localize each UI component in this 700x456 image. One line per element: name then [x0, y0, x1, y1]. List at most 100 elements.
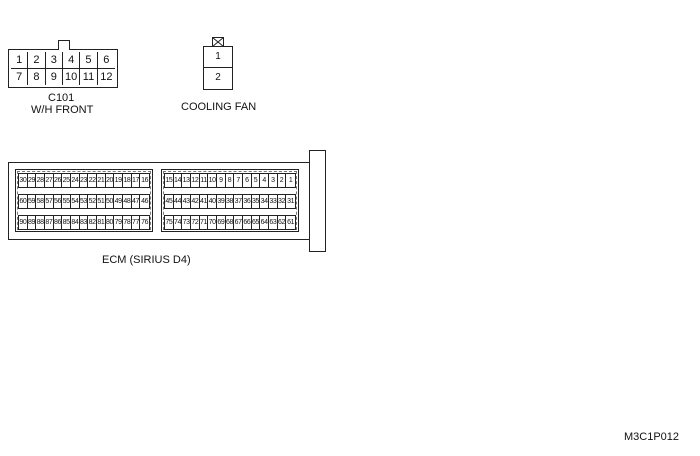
ecm-pin: 6 — [243, 174, 252, 187]
ecm-pin: 53 — [80, 195, 89, 208]
ecm-pin: 90 — [19, 216, 28, 229]
ecm-pin: 87 — [45, 216, 54, 229]
ecm-pin: 27 — [45, 174, 54, 187]
ecm-pin: 47 — [132, 195, 141, 208]
cooling-fan-label: COOLING FAN — [181, 101, 257, 113]
ecm-pin: 89 — [28, 216, 37, 229]
ecm-pin: 85 — [62, 216, 71, 229]
ecm-pin: 49 — [114, 195, 123, 208]
ecm-pin: 17 — [132, 174, 141, 187]
ecm-pin: 76 — [141, 219, 149, 226]
ecm-pin: 63 — [269, 216, 278, 229]
ecm-pin: 21 — [97, 174, 106, 187]
ecm-pin: 74 — [174, 216, 183, 229]
ecm-pin: 19 — [114, 174, 123, 187]
ecm-pin: 36 — [243, 195, 252, 208]
ecm-pin: 58 — [36, 195, 45, 208]
ecm-pin: 72 — [191, 216, 200, 229]
ecm-pin: 55 — [62, 195, 71, 208]
ecm-pin: 44 — [174, 195, 183, 208]
ecm-pin: 11 — [200, 174, 209, 187]
ecm-pin: 77 — [132, 216, 141, 229]
ecm-pin: 69 — [217, 216, 226, 229]
ecm-pin: 18 — [123, 174, 132, 187]
ecm-side-tab — [309, 150, 326, 252]
ecm-pin: 14 — [174, 174, 183, 187]
ecm-pin: 39 — [217, 195, 226, 208]
cooling-fan-pin: 2 — [215, 72, 221, 83]
ecm-pin: 30 — [19, 174, 28, 187]
ecm-pin: 41 — [200, 195, 209, 208]
ecm-pin: 88 — [36, 216, 45, 229]
ecm-pin: 42 — [191, 195, 200, 208]
ecm-pin: 29 — [28, 174, 37, 187]
ecm-pin: 5 — [252, 174, 261, 187]
ecm-pin: 26 — [54, 174, 63, 187]
ecm-pin: 13 — [182, 174, 191, 187]
ecm-pin: 84 — [71, 216, 80, 229]
ecm-pin: 46 — [141, 198, 149, 205]
c101-pin: 6 — [97, 52, 115, 69]
c101-pin: 9 — [46, 69, 63, 85]
ecm-pin: 45 — [165, 195, 174, 208]
c101-pin-grid: 1 2 3 4 5 6 7 8 9 10 11 12 — [11, 52, 115, 85]
ecm-pin: 65 — [252, 216, 261, 229]
ecm-pin: 8 — [226, 174, 235, 187]
ecm-pin: 15 — [165, 174, 174, 187]
ecm-pin: 78 — [123, 216, 132, 229]
ecm-label: ECM (SIRIUS D4) — [102, 254, 191, 266]
ecm-pin: 10 — [208, 174, 217, 187]
ecm-pin: 54 — [71, 195, 80, 208]
ecm-pin: 57 — [45, 195, 54, 208]
ecm-pin: 16 — [141, 177, 149, 184]
ecm-pin: 33 — [269, 195, 278, 208]
ecm-pin: 23 — [80, 174, 89, 187]
ecm-pin: 12 — [191, 174, 200, 187]
ecm-pin: 68 — [226, 216, 235, 229]
ecm-pin: 75 — [165, 216, 174, 229]
ecm-pin: 3 — [269, 174, 278, 187]
ecm-pin: 24 — [71, 174, 80, 187]
ecm-pin: 2 — [278, 174, 287, 187]
ecm-pin: 9 — [217, 174, 226, 187]
c101-lock-tab — [58, 40, 70, 50]
ecm-pin: 40 — [208, 195, 217, 208]
cooling-fan-lock-icon — [212, 37, 224, 47]
ecm-pin: 83 — [80, 216, 89, 229]
c101-connector: 1 2 3 4 5 6 7 8 9 10 11 12 — [8, 40, 118, 88]
ecm-pin: 51 — [97, 195, 106, 208]
ecm-pin: 25 — [62, 174, 71, 187]
c101-name-label: W/H FRONT — [31, 104, 94, 116]
c101-pin: 12 — [100, 71, 113, 83]
ecm-pin: 50 — [106, 195, 115, 208]
ecm-pin: 79 — [114, 216, 123, 229]
cooling-fan-pin: 1 — [204, 47, 232, 68]
ecm-pin: 61 — [287, 219, 295, 226]
ecm-pin: 31 — [287, 198, 295, 205]
ecm-pin: 20 — [106, 174, 115, 187]
ecm-pin: 52 — [88, 195, 97, 208]
c101-pin: 3 — [45, 52, 63, 69]
ecm-pin: 38 — [226, 195, 235, 208]
c101-pin: 8 — [28, 69, 46, 85]
c101-pin: 5 — [80, 52, 98, 69]
ecm-pin: 64 — [260, 216, 269, 229]
c101-pin: 4 — [63, 52, 81, 69]
ecm-pin: 43 — [182, 195, 191, 208]
ecm-pin: 34 — [260, 195, 269, 208]
ecm-pin: 82 — [88, 216, 97, 229]
c101-pin: 1 — [11, 52, 29, 69]
cooling-fan-connector: 1 2 — [203, 46, 233, 90]
c101-code-label: C101 — [48, 92, 75, 104]
ecm-pin: 35 — [252, 195, 261, 208]
ecm-pin: 56 — [54, 195, 63, 208]
c101-pin: 11 — [80, 69, 98, 85]
